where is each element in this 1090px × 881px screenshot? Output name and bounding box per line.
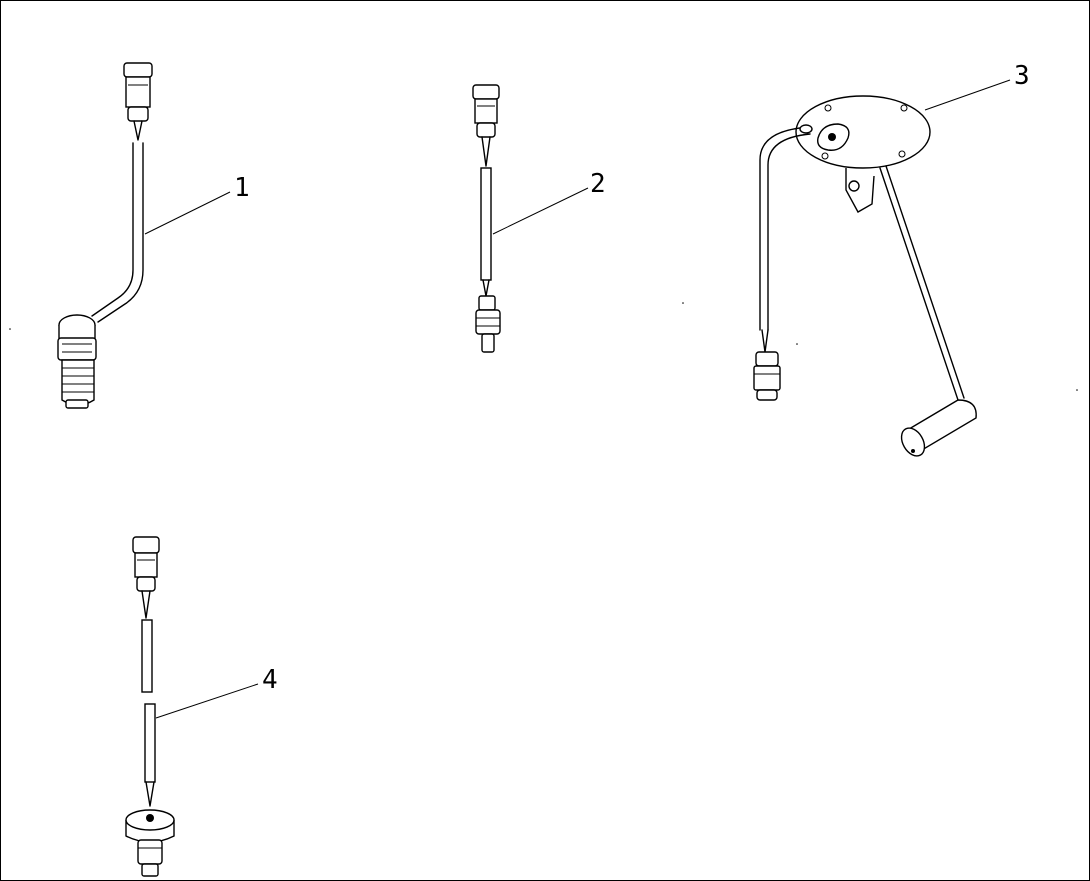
part-1-sensor-icon [57,62,153,409]
callout-3-leader [924,79,1011,111]
callout-1-label: 1 [234,173,250,203]
part-4-sensor-icon [125,536,175,877]
callout-1-leader [144,191,231,235]
callout-4-label: 4 [262,665,278,695]
part-2-sensor-icon [472,84,501,353]
callout-4-leader [155,683,259,719]
callout-2-leader [492,187,589,235]
callout-3-label: 3 [1014,61,1030,91]
callout-2-label: 2 [590,169,606,199]
part-3-fuel-sender-icon [753,95,977,457]
